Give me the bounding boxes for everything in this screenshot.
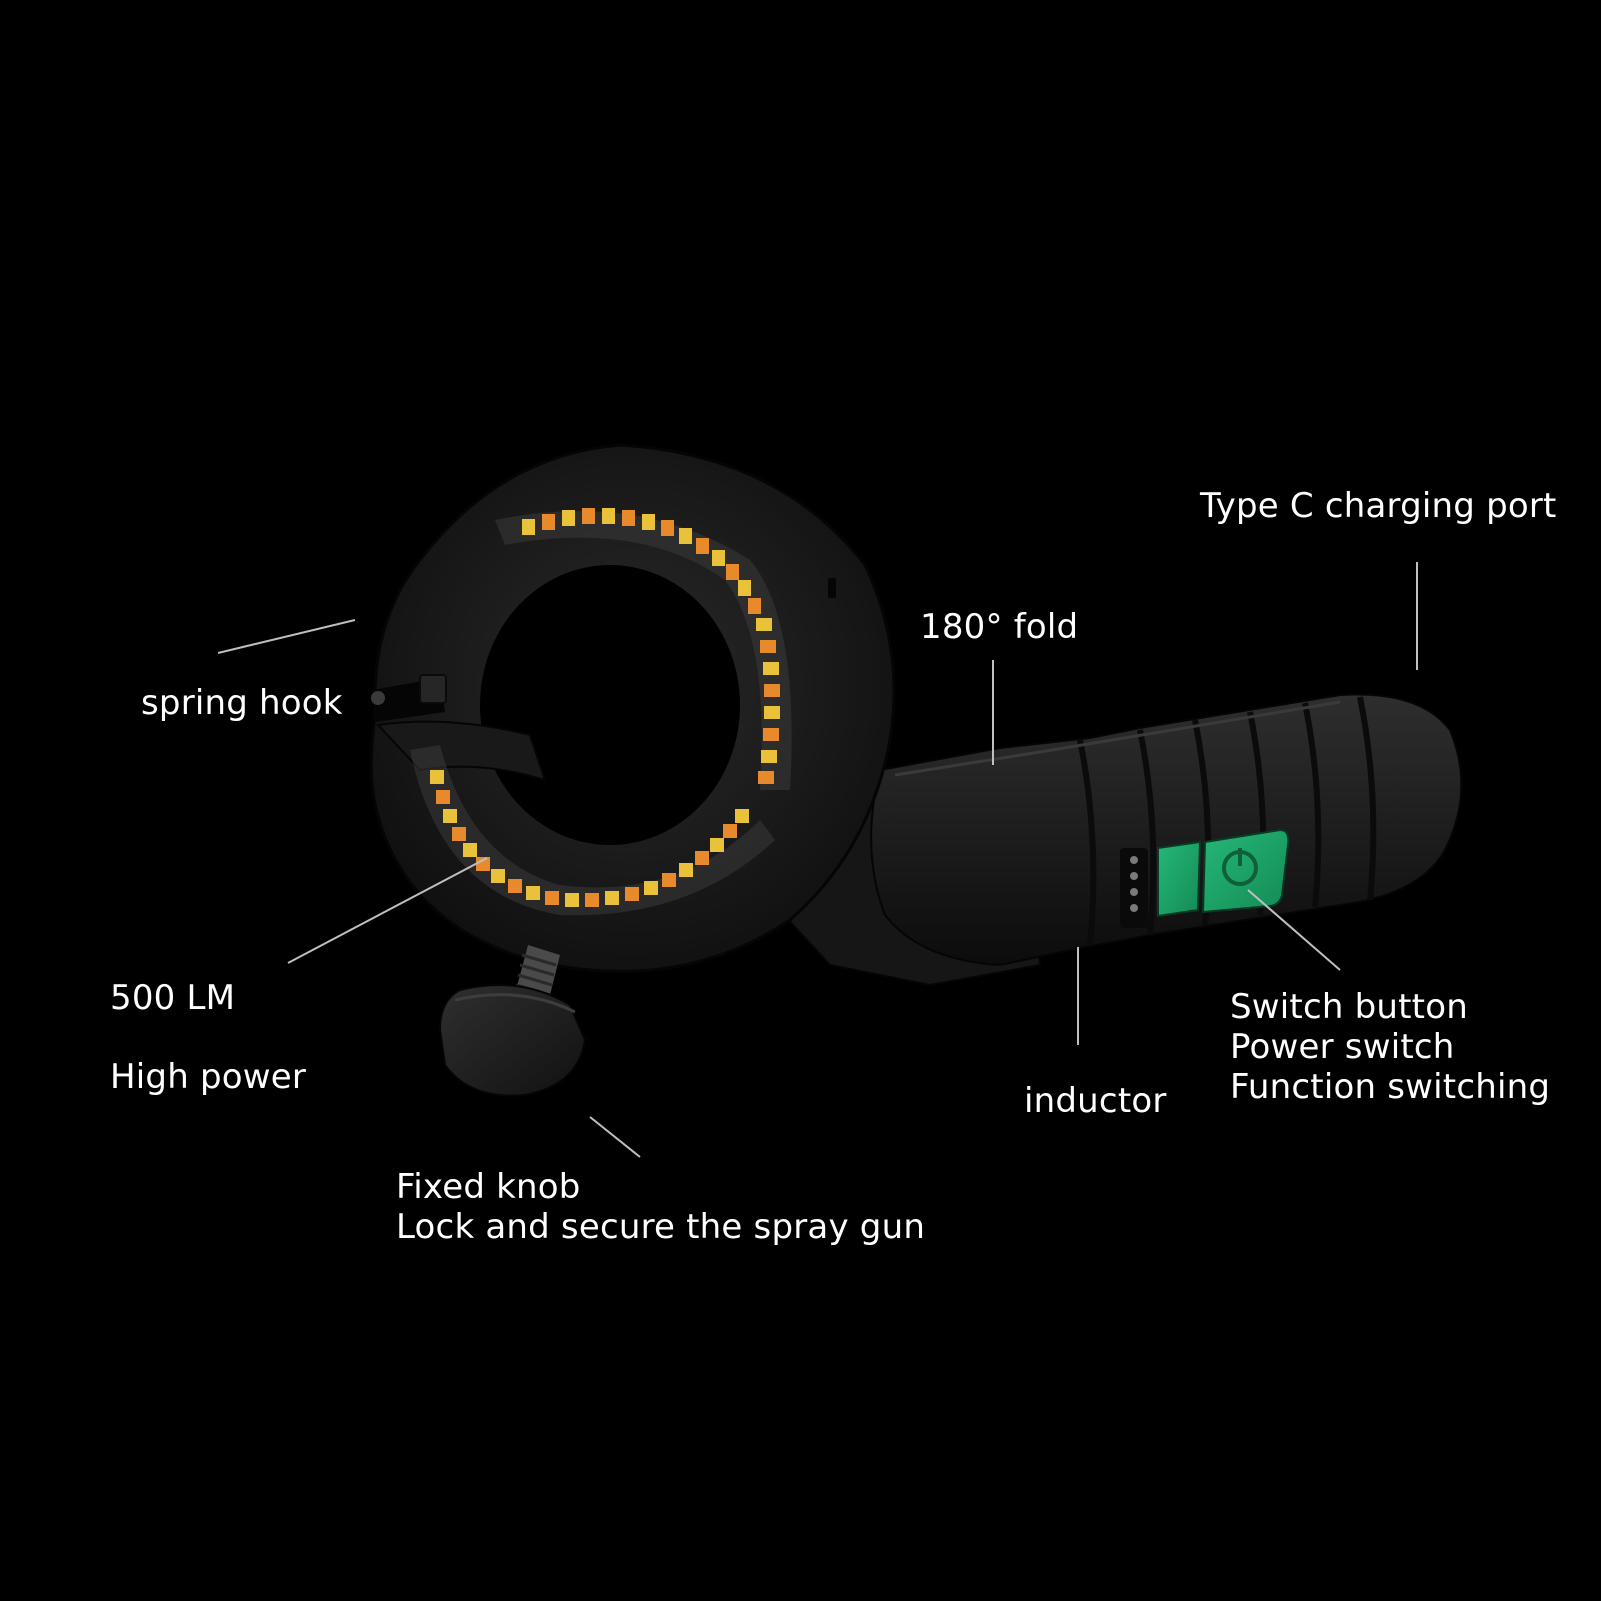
fixed-knob-label: Fixed knob Lock and secure the spray gun — [396, 1167, 925, 1247]
spring-hook-label: spring hook — [141, 683, 343, 723]
type-c-port-text: Type C charging port — [1200, 486, 1557, 526]
led-array-upper — [522, 508, 780, 784]
lumens-text: 500 LM — [110, 978, 236, 1018]
fixed-knob-description: Lock and secure the spray gun — [396, 1207, 926, 1247]
high-power-label: High power — [110, 1057, 306, 1097]
led-array-lower — [430, 770, 749, 907]
fixed-knob — [438, 945, 587, 1097]
inductor-text: inductor — [1024, 1081, 1167, 1121]
type-c-port-label: Type C charging port — [1200, 486, 1557, 526]
fold-text: 180° fold — [920, 607, 1079, 647]
clamp-ring — [369, 443, 896, 973]
switch-button-title: Switch button — [1230, 987, 1468, 1027]
lumens-label: 500 LM — [110, 978, 235, 1018]
power-switch-text: Power switch — [1230, 1027, 1455, 1067]
function-switching-text: Function switching — [1230, 1067, 1551, 1107]
switch-button-label: Switch button Power switch Function swit… — [1230, 987, 1550, 1107]
fold-label: 180° fold — [920, 607, 1078, 647]
switch-panel — [1120, 828, 1290, 928]
fixed-knob-title: Fixed knob — [396, 1167, 581, 1207]
leader-lines — [217, 562, 1418, 1158]
handle-body — [870, 693, 1463, 967]
inductor-label: inductor — [1024, 1081, 1167, 1121]
high-power-text: High power — [110, 1057, 307, 1097]
spring-hook-text: spring hook — [141, 683, 343, 723]
